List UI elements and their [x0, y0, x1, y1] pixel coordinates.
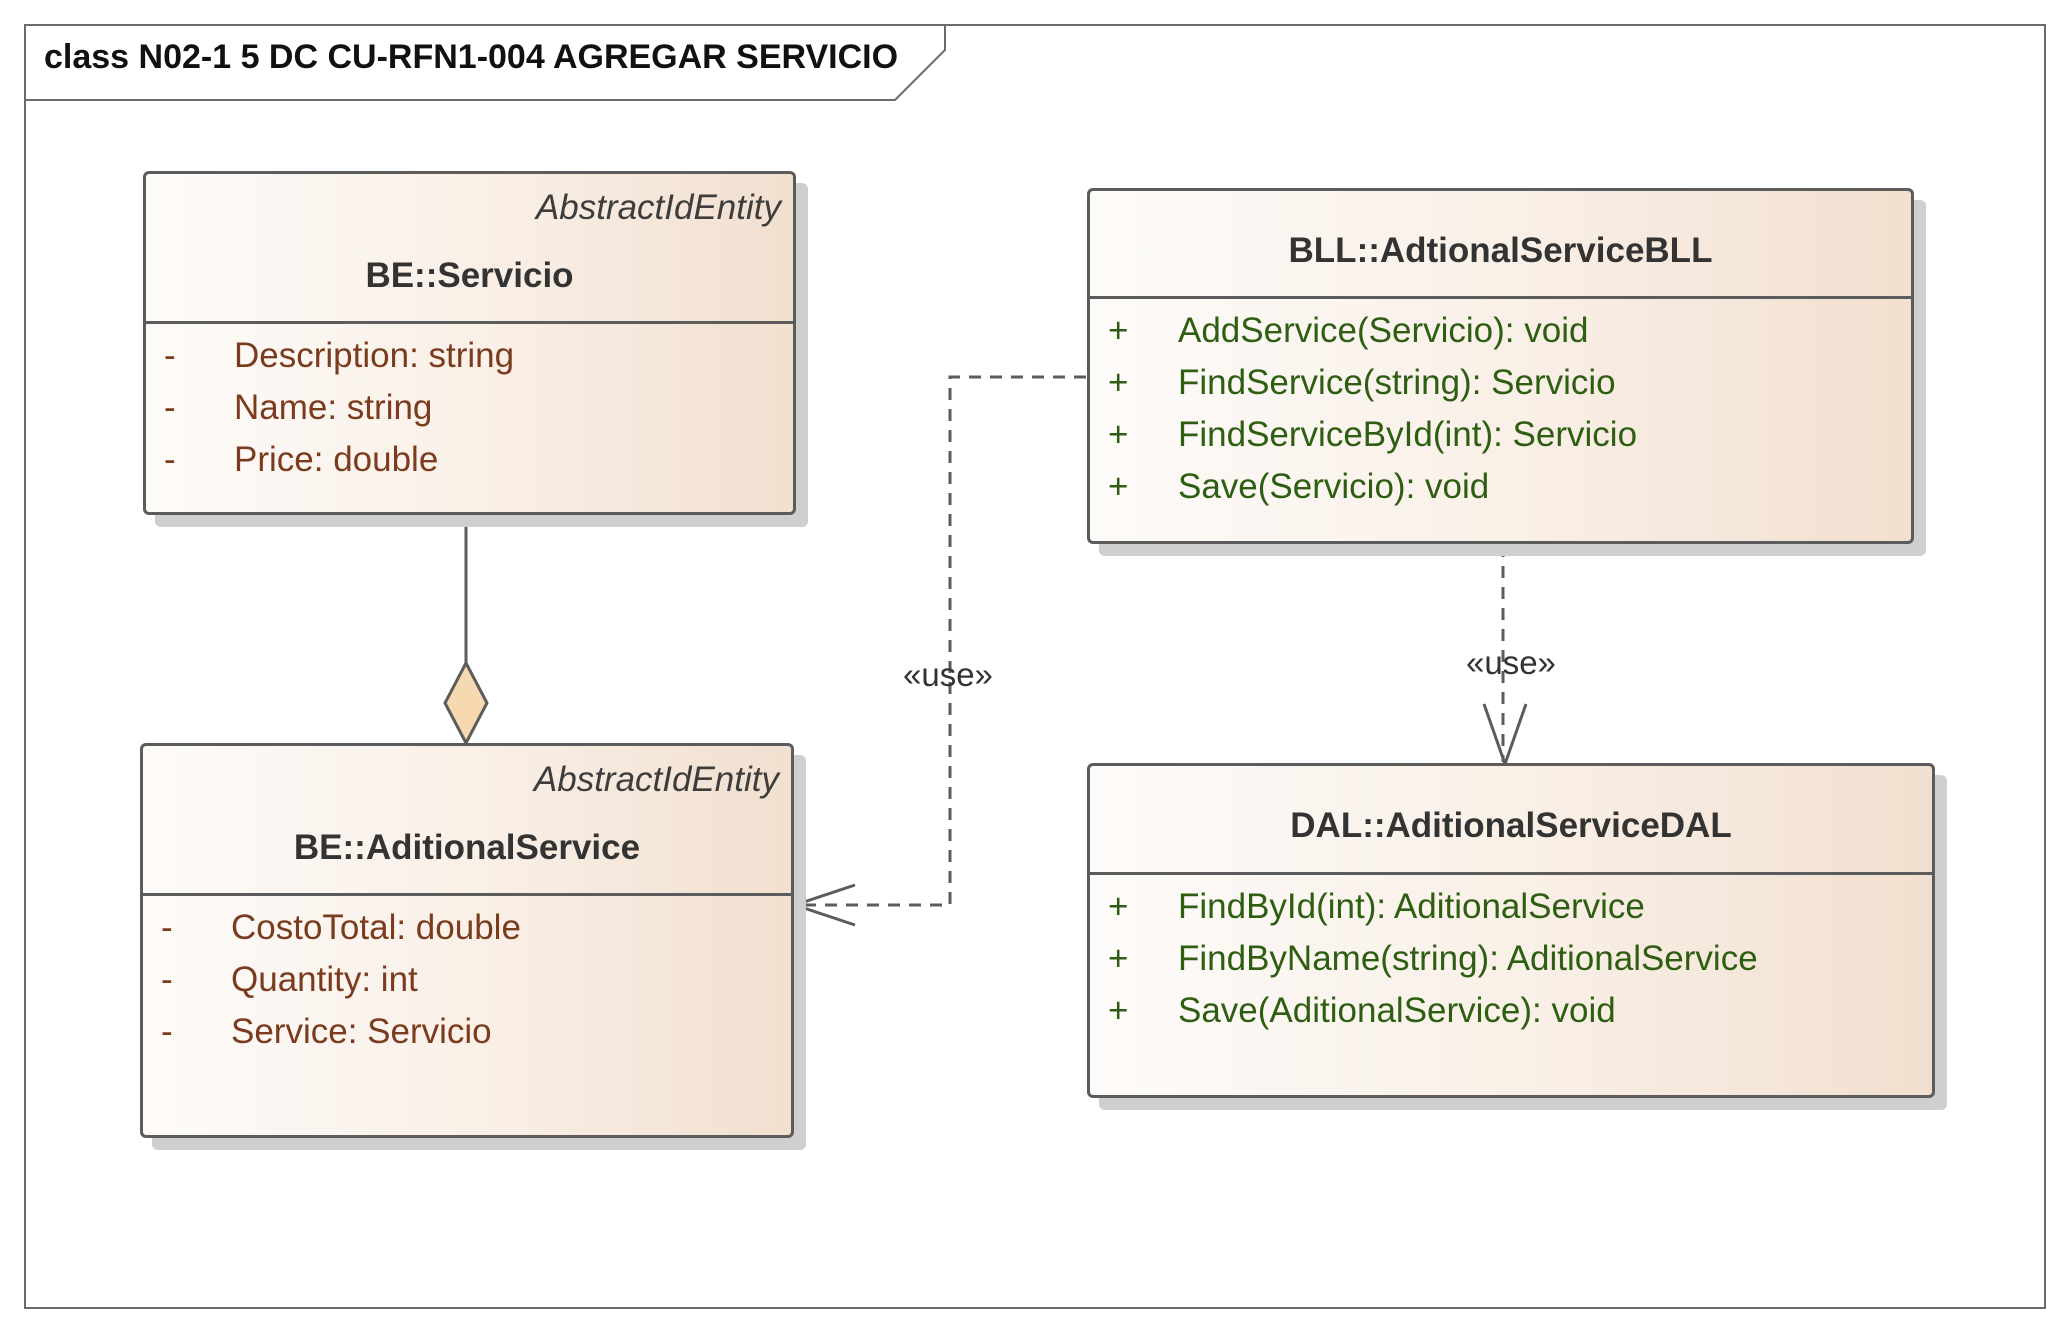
operation-signature: FindService(string): Servicio	[1178, 363, 1616, 402]
class-name: DAL::AditionalServiceDAL	[1290, 806, 1732, 845]
operation-signature: FindByName(string): AditionalService	[1178, 939, 1758, 978]
class-header: AbstractIdEntity BE::AditionalService	[143, 746, 791, 896]
attribute-signature: Quantity: int	[231, 960, 418, 999]
visibility-marker: +	[1108, 467, 1129, 506]
frame-title-tab	[25, 25, 946, 101]
attribute-list: - CostoTotal: double - Quantity: int - S…	[143, 896, 791, 1064]
frame-title: class N02-1 5 DC CU-RFN1-004 AGREGAR SER…	[44, 38, 899, 76]
operation-row: + AddService(Servicio): void	[1090, 311, 1911, 363]
class-name: BE::Servicio	[365, 256, 574, 295]
class-header: AbstractIdEntity BE::Servicio	[146, 174, 793, 324]
visibility-marker: -	[164, 440, 176, 479]
aggregation-diamond	[443, 659, 489, 747]
visibility-marker: -	[164, 388, 176, 427]
visibility-marker: +	[1108, 887, 1129, 926]
class-stereotype: AbstractIdEntity	[535, 188, 781, 227]
class-name: BLL::AdtionalServiceBLL	[1288, 231, 1713, 270]
operation-signature: AddService(Servicio): void	[1178, 311, 1589, 350]
attribute-signature: Service: Servicio	[231, 1012, 492, 1051]
attribute-signature: CostoTotal: double	[231, 908, 521, 947]
visibility-marker: +	[1108, 415, 1129, 454]
operation-list: + FindById(int): AditionalService + Find…	[1090, 875, 1932, 1043]
operation-signature: Save(Servicio): void	[1178, 467, 1490, 506]
attribute-row: - Quantity: int	[143, 960, 791, 1012]
visibility-marker: +	[1108, 991, 1129, 1030]
operation-row: + FindById(int): AditionalService	[1090, 887, 1932, 939]
operation-signature: FindServiceById(int): Servicio	[1178, 415, 1638, 454]
attribute-row: - Description: string	[146, 336, 793, 388]
class-header: BLL::AdtionalServiceBLL	[1090, 191, 1911, 299]
use-label-bll-to-dal: «use»	[1466, 644, 1556, 681]
attribute-list: - Description: string - Name: string - P…	[146, 324, 793, 492]
operation-signature: Save(AditionalService): void	[1178, 991, 1616, 1030]
visibility-marker: -	[164, 336, 176, 375]
class-header: DAL::AditionalServiceDAL	[1090, 766, 1932, 875]
class-stereotype: AbstractIdEntity	[533, 760, 779, 799]
diagram-frame	[24, 24, 2046, 1309]
use-label-bll-to-aditional-service: «use»	[903, 656, 993, 693]
operation-list: + AddService(Servicio): void + FindServi…	[1090, 299, 1911, 519]
class-be-aditional-service[interactable]: AbstractIdEntity BE::AditionalService - …	[140, 743, 794, 1138]
operation-row: + FindService(string): Servicio	[1090, 363, 1911, 415]
attribute-row: - Service: Servicio	[143, 1012, 791, 1064]
attribute-signature: Description: string	[234, 336, 515, 375]
attribute-signature: Name: string	[234, 388, 433, 427]
class-be-servicio[interactable]: AbstractIdEntity BE::Servicio - Descript…	[143, 171, 796, 515]
attribute-row: - CostoTotal: double	[143, 908, 791, 960]
operation-row: + FindByName(string): AditionalService	[1090, 939, 1932, 991]
visibility-marker: +	[1108, 311, 1129, 350]
attribute-row: - Price: double	[146, 440, 793, 492]
use-dependency-arrowhead-dal	[1482, 703, 1528, 769]
operation-signature: FindById(int): AditionalService	[1178, 887, 1645, 926]
visibility-marker: -	[161, 1012, 173, 1051]
operation-row: + Save(Servicio): void	[1090, 467, 1911, 519]
class-dal-aditional-service-dal[interactable]: DAL::AditionalServiceDAL + FindById(int)…	[1087, 763, 1935, 1098]
use-dependency-line-bll-to-aditional-service	[800, 375, 1086, 907]
visibility-marker: -	[161, 908, 173, 947]
use-dependency-arrowhead-aditional-service	[790, 883, 856, 927]
visibility-marker: -	[161, 960, 173, 999]
class-name: BE::AditionalService	[293, 828, 641, 867]
visibility-marker: +	[1108, 939, 1129, 978]
class-bll-adtional-service-bll[interactable]: BLL::AdtionalServiceBLL + AddService(Ser…	[1087, 188, 1914, 544]
attribute-signature: Price: double	[234, 440, 439, 479]
operation-row: + FindServiceById(int): Servicio	[1090, 415, 1911, 467]
attribute-row: - Name: string	[146, 388, 793, 440]
visibility-marker: +	[1108, 363, 1129, 402]
operation-row: + Save(AditionalService): void	[1090, 991, 1932, 1043]
